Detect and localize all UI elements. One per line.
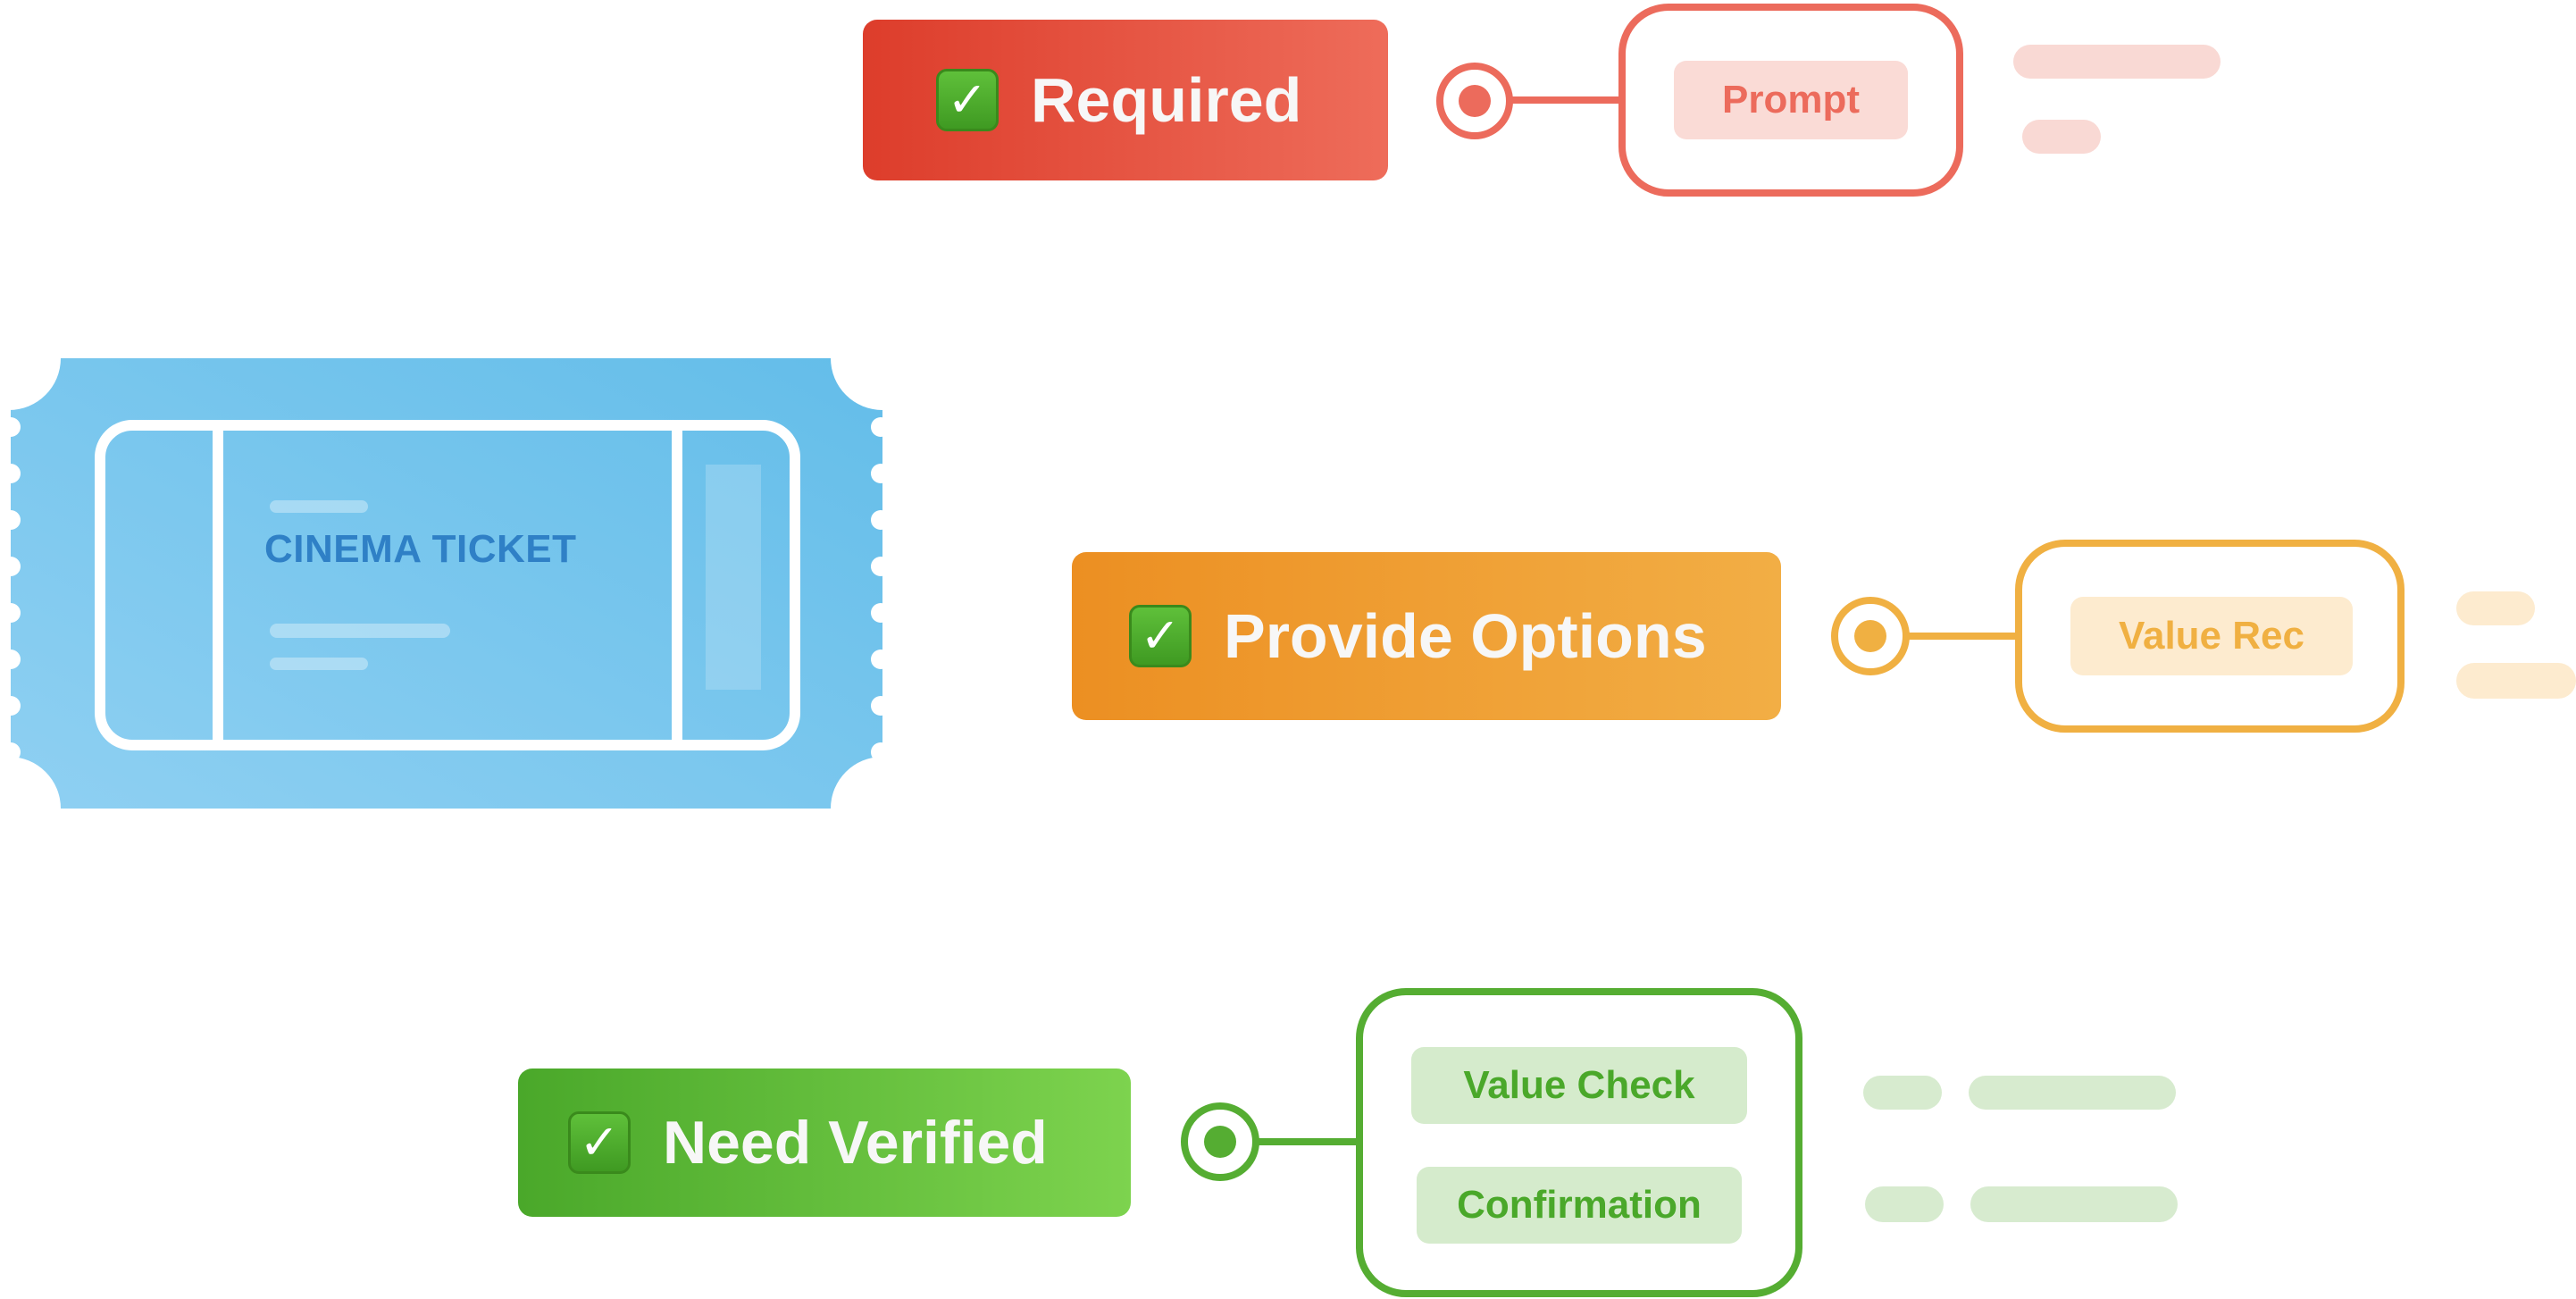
ticket-label: CINEMA TICKET	[264, 527, 577, 571]
value-rec-chip: Value Rec	[2070, 597, 2353, 675]
placeholder-line	[1863, 1076, 1942, 1110]
placeholder-line	[1969, 1076, 2176, 1110]
need-verified-tag: ✓ Need Verified	[518, 1069, 1131, 1217]
required-label: Required	[1031, 65, 1302, 135]
connector-line	[1511, 96, 1620, 104]
connector-node	[1436, 63, 1513, 139]
check-mark-box-icon: ✓	[1129, 605, 1192, 667]
value-check-chip: Value Check	[1411, 1047, 1747, 1124]
provide-options-tag: ✓ Provide Options	[1072, 552, 1781, 720]
placeholder-line	[2456, 663, 2576, 699]
connector-node	[1181, 1102, 1259, 1181]
placeholder-line	[2022, 120, 2101, 154]
need-verified-label: Need Verified	[663, 1109, 1048, 1177]
placeholder-line	[2456, 591, 2535, 625]
required-tag: ✓ Required	[863, 20, 1388, 180]
placeholder-line	[1970, 1186, 2178, 1222]
placeholder-line	[1865, 1186, 1944, 1222]
provide-options-label: Provide Options	[1224, 601, 1707, 671]
prompt-chip: Prompt	[1674, 61, 1908, 139]
connector-line	[1258, 1138, 1363, 1145]
check-mark-box-icon: ✓	[936, 69, 999, 131]
placeholder-line	[2013, 45, 2221, 79]
confirmation-chip: Confirmation	[1417, 1167, 1742, 1244]
check-mark-box-icon: ✓	[568, 1111, 631, 1174]
connector-line	[1908, 633, 2019, 640]
connector-node	[1831, 597, 1910, 675]
verification-box	[1356, 988, 1802, 1297]
